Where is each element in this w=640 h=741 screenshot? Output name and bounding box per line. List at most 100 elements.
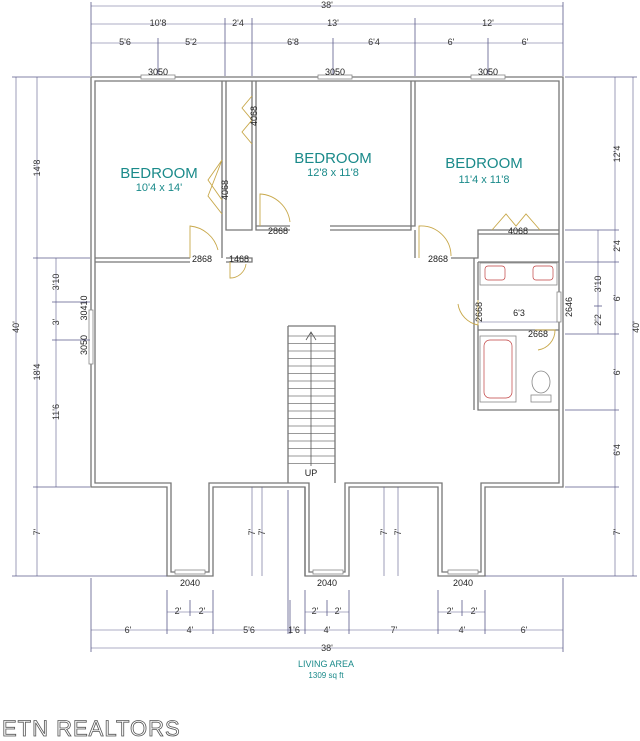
walls <box>90 76 564 577</box>
bedroom-1-size: 10'4 x 14' <box>136 182 182 194</box>
closet-door-b <box>207 159 223 215</box>
window-bottom-1 <box>174 569 206 575</box>
window-left <box>88 309 94 365</box>
top-dim-3: 13' <box>327 18 339 28</box>
doors <box>189 95 556 351</box>
bottom-dimensions <box>90 490 564 652</box>
vanity-counter <box>479 262 558 286</box>
sink-right <box>532 265 554 281</box>
interior-dim-4: 7' <box>393 528 403 535</box>
top-sub-dim-2: 5'2 <box>185 37 197 47</box>
window-code-left-1: 30410 <box>79 295 89 320</box>
right-dim-4: 7' <box>612 528 622 535</box>
area-title: LIVING AREA <box>298 659 354 669</box>
top-sub-dim-6: 6' <box>522 37 529 47</box>
window-top-3 <box>470 74 506 80</box>
bottom-dim-4: 1'6 <box>288 625 300 635</box>
windows <box>88 74 562 575</box>
door-code-bath-b: 2668 <box>528 329 548 339</box>
right-sub-dim-1: 2'4 <box>612 240 622 252</box>
window-top-1 <box>140 74 176 80</box>
right-dim-3: 6' <box>612 368 622 375</box>
closet-door-a <box>241 95 253 145</box>
interior-dim-1: 7' <box>247 528 257 535</box>
left-sub-dim-2: 3' <box>51 318 61 325</box>
window-code-bottom-1: 2040 <box>180 578 200 588</box>
window-top-2 <box>317 74 353 80</box>
bedroom-3-size: 11'4 x 11'8 <box>459 174 510 186</box>
stair-arrow <box>305 331 317 466</box>
top-dim-4: 12' <box>482 18 494 28</box>
left-sub-dim-3: 11'6 <box>51 404 61 420</box>
bottom-dim-2: 4' <box>187 625 194 635</box>
bottom-sub-dim-1: 2' <box>175 606 182 616</box>
door-code-linen: 1468 <box>229 254 249 264</box>
door-bath-1 <box>457 300 479 326</box>
left-dim-3: 7' <box>32 528 42 535</box>
interior-dimensions <box>251 487 399 576</box>
bottom-sub-dim-3: 2' <box>312 606 319 616</box>
top-sub-dim-1: 5'6 <box>119 37 131 47</box>
window-code-top-3: 3050 <box>478 67 498 77</box>
door-code-bedroom-3: 2868 <box>428 254 448 264</box>
bath-fixtures <box>478 262 558 403</box>
window-code-bottom-2: 2040 <box>317 578 337 588</box>
closet-door-c <box>491 213 541 231</box>
bottom-dim-5: 4' <box>324 625 331 635</box>
window-code-top-1: 3050 <box>148 67 168 77</box>
bottom-sub-dim-4: 2' <box>335 606 342 616</box>
bottom-sub-dim-5: 2' <box>447 606 454 616</box>
top-overall-dim: 38' <box>321 0 333 10</box>
bottom-dim-7: 4' <box>459 625 466 635</box>
door-code-bath-a: 2668 <box>474 302 484 322</box>
left-sub-dim-1: 3'10 <box>51 274 61 291</box>
window-code-right: 2646 <box>564 297 574 317</box>
bedroom-3-name: BEDROOM <box>445 155 523 172</box>
right-sub-dim-4: 6'4 <box>612 444 622 456</box>
window-code-bottom-3: 2040 <box>453 578 473 588</box>
window-right <box>556 291 562 323</box>
door-code-bedroom-2: 2868 <box>268 226 288 236</box>
right-sub-dim-3: 2'2 <box>593 314 603 326</box>
door-linen <box>229 262 247 279</box>
room-labels: BEDROOM 10'4 x 14' BEDROOM 12'8 x 11'8 B… <box>120 150 523 194</box>
bottom-dim-8: 6' <box>521 625 528 635</box>
interior-dim-2: 7' <box>257 528 267 535</box>
bottom-sub-dim-2: 2' <box>199 606 206 616</box>
top-sub-dim-3: 6'8 <box>287 37 299 47</box>
area-value: 1309 sq ft <box>308 671 344 680</box>
sink-left <box>484 265 506 281</box>
bottom-overall-dim: 38' <box>321 643 333 653</box>
door-code-closet-c: 4068 <box>508 226 528 236</box>
left-dim-1: 14'8 <box>32 160 42 177</box>
right-overall-dim: 40' <box>631 321 640 333</box>
bedroom-1-name: BEDROOM <box>120 165 198 182</box>
top-dimensions: 38' 10'8 2'4 13' 12' 5'6 5'2 6'8 6'4 6' … <box>90 0 564 76</box>
window-bottom-3 <box>447 569 479 575</box>
right-dim-2: 6' <box>612 294 622 301</box>
top-sub-dim-4: 6'4 <box>368 37 380 47</box>
tub-basin <box>483 339 513 399</box>
bathtub <box>479 335 517 403</box>
bedroom-2-name: BEDROOM <box>294 150 372 167</box>
top-dim-2: 2'4 <box>232 18 244 28</box>
top-sub-dim-5: 6' <box>448 37 455 47</box>
bottom-dim-3: 5'6 <box>243 625 255 635</box>
bottom-dim-1: 6' <box>125 625 132 635</box>
window-code-top-2: 3050 <box>325 67 345 77</box>
door-code-closet-b: 4068 <box>220 180 230 200</box>
door-bath-2 <box>535 329 556 351</box>
toilet-tank <box>530 394 552 403</box>
left-dimensions <box>12 76 167 577</box>
left-overall-dim: 40' <box>11 321 21 333</box>
right-dimensions <box>485 76 637 577</box>
window-code-left-2: 3050 <box>79 335 89 355</box>
door-bedroom-3 <box>418 225 452 258</box>
right-sub-dim-2: 3'10 <box>593 276 603 293</box>
window-bottom-2 <box>312 569 344 575</box>
door-code-bedroom-1: 2868 <box>192 254 212 264</box>
watermark-logo: ETN REALTORS <box>2 716 181 741</box>
bath-width-dim: 6'3 <box>513 308 525 318</box>
bottom-sub-dim-6: 2' <box>471 606 478 616</box>
